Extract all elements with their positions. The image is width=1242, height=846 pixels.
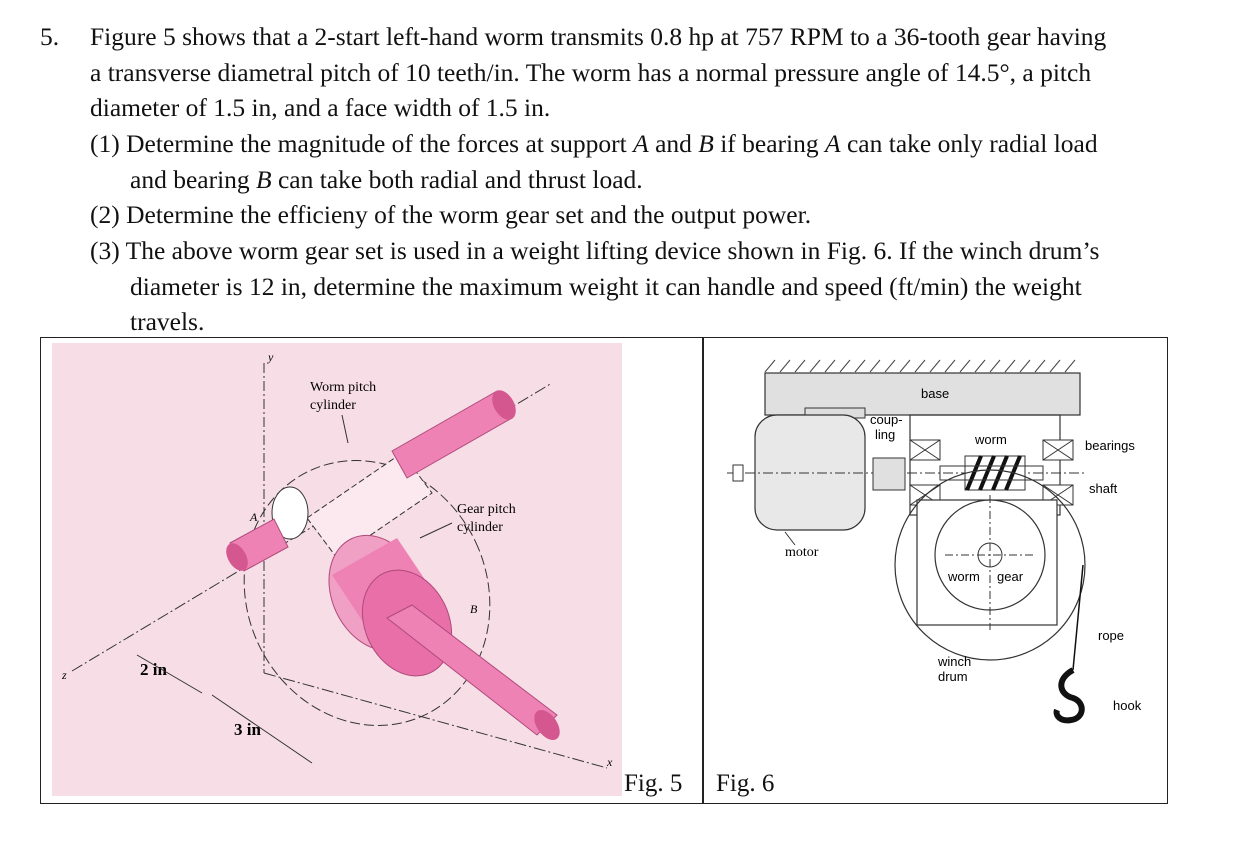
gear-pitch-cylinder — [243, 460, 491, 726]
coupling-label-2: ling — [875, 427, 895, 442]
worm-gear-label-1: worm — [947, 569, 980, 584]
figure-frame — [40, 337, 1168, 804]
dim-2in-label: 2 in — [140, 660, 167, 679]
part-1-line-1: (1) Determine the magnitude of the force… — [90, 129, 1098, 158]
worm-shaft-end — [492, 390, 516, 420]
gear-pitch-label-2: cylinder — [457, 520, 503, 535]
part-1-line-2: and bearing B can take both radial and t… — [130, 165, 643, 194]
rope — [1072, 564, 1084, 671]
hook-label: hook — [1113, 698, 1142, 713]
hook — [1053, 667, 1085, 724]
axis-z-label: z — [61, 668, 67, 682]
coupling — [872, 457, 906, 491]
figure-5: y x z Worm pitch cylinder Gear pitch cyl… — [52, 343, 622, 796]
worm-pitch-label-2: cylinder — [310, 398, 356, 413]
problem-number: 5. — [40, 22, 60, 51]
support-B-label: B — [470, 602, 478, 616]
base-hatch — [764, 359, 1076, 373]
part-3-line-1: (3) The above worm gear set is used in a… — [90, 236, 1100, 265]
fig6-caption: Fig. 6 — [716, 770, 775, 797]
worm-shaft-left-end — [226, 543, 248, 571]
winch-label-1: winch — [937, 654, 971, 669]
worm-pitch-cylinder — [306, 452, 433, 559]
dim-3in-line — [211, 694, 313, 764]
fig5-caption: Fig. 5 — [624, 770, 683, 797]
worm-label: worm — [974, 432, 1007, 447]
part-2-line: (2) Determine the efficieny of the worm … — [90, 200, 812, 229]
intro-line-1: Figure 5 shows that a 2-start left-hand … — [90, 22, 1107, 51]
base-plate — [764, 372, 1081, 416]
motor-label: motor — [785, 545, 819, 560]
support-A-label: A — [249, 510, 258, 524]
part-3-line-3: travels. — [130, 307, 205, 336]
axis-x-label: x — [606, 755, 613, 769]
shaft-label: shaft — [1089, 481, 1118, 496]
dim-2in-line — [136, 654, 203, 694]
figure-divider — [702, 337, 704, 804]
coupling-label-1: coup- — [870, 412, 903, 427]
gear-shaft-end — [534, 709, 560, 741]
gear-pitch-label-1: Gear pitch — [457, 502, 516, 517]
worm-shaft — [939, 465, 1044, 481]
dim-3in-label: 3 in — [234, 720, 261, 739]
rope-label: rope — [1098, 628, 1124, 643]
worm-pitch-label-1: Worm pitch — [310, 380, 376, 395]
worm-gear-label-2: gear — [997, 569, 1024, 584]
motor-leader — [784, 531, 796, 546]
winch-drum — [894, 469, 1086, 661]
x-axis — [263, 672, 608, 769]
axis-y-label: y — [267, 350, 274, 364]
worm-pitch-leader — [341, 414, 349, 444]
figure-6: base motor coup- ling worm bearings shaf… — [727, 359, 1142, 724]
gear-shaft — [386, 604, 558, 736]
base-label: base — [921, 386, 949, 401]
motor-shaft-end — [732, 464, 744, 482]
intro-line-3: diameter of 1.5 in, and a face width of … — [90, 93, 551, 122]
bearings-label: bearings — [1085, 438, 1135, 453]
intro-line-2: a transverse diametral pitch of 10 teeth… — [90, 58, 1092, 87]
part-3-line-2: diameter is 12 in, determine the maximum… — [130, 272, 1082, 301]
gear-pitch-leader — [419, 522, 453, 539]
winch-label-2: drum — [938, 669, 968, 684]
worm-end-face — [271, 486, 309, 540]
